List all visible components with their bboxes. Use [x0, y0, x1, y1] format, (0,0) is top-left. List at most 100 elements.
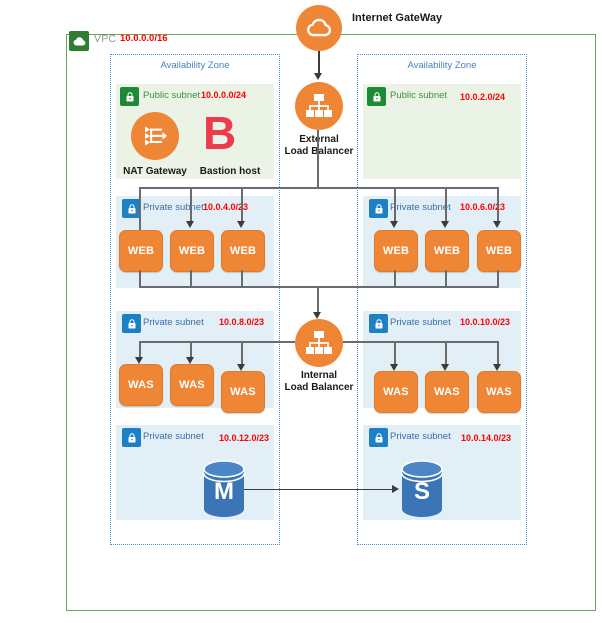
bastion-host-icon[interactable]: B [203, 110, 236, 156]
subnet-public-left-name: Public subnet [143, 90, 201, 101]
internal-lb-line1: Internal [300, 370, 338, 381]
connector-web-left-3-in [241, 187, 243, 223]
was-node[interactable]: WAS [374, 371, 418, 413]
subnet-private-web-right-cidr: 10.0.6.0/23 [460, 202, 506, 212]
vpc-cloud-icon [69, 31, 89, 51]
connector-web-left-2-in [190, 187, 192, 223]
internal-load-balancer-icon[interactable] [295, 319, 343, 367]
web-node-label: WEB [433, 245, 461, 257]
was-node[interactable]: WAS [425, 371, 469, 413]
connector-internal-lb-to-was-left-bus [139, 341, 295, 343]
blue-lock-icon [369, 428, 388, 447]
arrowhead-web-left-2 [185, 221, 194, 228]
web-node[interactable]: WEB [374, 230, 418, 272]
subnet-private-db-right-name: Private subnet [390, 431, 451, 442]
database-master-glyph: M [214, 478, 234, 505]
subnet-private-db-right-cidr: 10.0.14.0/23 [461, 433, 512, 443]
web-node-label: WEB [178, 245, 206, 257]
internal-lb-line2: Load Balancer [284, 382, 354, 393]
arrowhead-was-left-1 [134, 357, 143, 364]
subnet-private-web-left-cidr: 10.0.4.0/23 [203, 202, 249, 212]
connector-igw-to-external-lb [318, 51, 320, 75]
subnet-private-was-right-name: Private subnet [390, 317, 451, 328]
connector-external-lb-down [317, 130, 319, 188]
web-node-label: WEB [485, 245, 513, 257]
arrowhead-was-right-2 [440, 364, 449, 371]
bastion-host-glyph: B [203, 107, 237, 159]
connector-web-left-3-out [241, 270, 243, 287]
connector-web-right-2-out [445, 270, 447, 287]
web-node[interactable]: WEB [425, 230, 469, 272]
connector-web-left-1-out [139, 270, 141, 287]
subnet-public-right-name: Public subnet [390, 90, 448, 101]
connector-web-left-2-out [190, 270, 192, 287]
availability-zone-left: Availability Zone [110, 54, 280, 545]
subnet-private-was-left-name: Private subnet [143, 317, 204, 328]
connector-db-replication [244, 489, 394, 490]
connector-web-collector-bus [139, 286, 499, 288]
connector-web-left-1-in [139, 187, 141, 230]
was-node-label: WAS [383, 386, 409, 398]
was-node[interactable]: WAS [477, 371, 521, 413]
subnet-public-right [363, 84, 521, 179]
web-node[interactable]: WEB [221, 230, 265, 272]
blue-lock-icon [122, 314, 141, 333]
arrowhead-db-replication [392, 485, 399, 493]
blue-lock-icon [369, 199, 388, 218]
external-load-balancer-icon[interactable] [295, 82, 343, 130]
subnet-public-right-cidr: 10.0.2.0/24 [460, 92, 506, 102]
database-standby-icon[interactable]: S [398, 458, 446, 520]
was-node-label: WAS [230, 386, 256, 398]
arrowhead-internal-lb [312, 312, 321, 319]
web-node[interactable]: WEB [170, 230, 214, 272]
connector-web-right-3-out [497, 270, 499, 287]
internal-load-balancer-label: Internal Load Balancer [269, 370, 369, 394]
arrowhead-was-left-2 [185, 357, 194, 364]
web-node-label: WEB [229, 245, 257, 257]
subnet-private-db-left-cidr: 10.0.12.0/23 [219, 433, 270, 443]
arrowhead-was-right-1 [389, 364, 398, 371]
subnet-private-web-left-name: Private subnet [143, 202, 204, 213]
was-node[interactable]: WAS [221, 371, 265, 413]
connector-was-left-1-in [139, 341, 141, 359]
blue-lock-icon [369, 314, 388, 333]
internet-gateway-icon[interactable] [296, 5, 342, 51]
connector-web-distribution-bus [139, 187, 499, 189]
availability-zone-right-label: Availability Zone [407, 60, 477, 71]
was-node-label: WAS [486, 386, 512, 398]
web-node-label: WEB [127, 245, 155, 257]
database-master-icon[interactable]: M [200, 458, 248, 520]
connector-was-left-2-in [190, 341, 192, 359]
connector-internal-lb-to-was-right-bus [343, 341, 498, 343]
subnet-private-db-left-name: Private subnet [143, 431, 204, 442]
green-lock-icon [367, 87, 386, 106]
connector-was-left-3-in [241, 341, 243, 366]
was-node[interactable]: WAS [119, 364, 163, 406]
blue-lock-icon [122, 199, 141, 218]
external-lb-line1: External [299, 134, 339, 145]
availability-zone-left-label: Availability Zone [160, 60, 230, 71]
subnet-public-left-cidr: 10.0.0.0/24 [201, 90, 247, 100]
external-load-balancer-label: External Load Balancer [269, 134, 369, 158]
was-node[interactable]: WAS [170, 364, 214, 406]
connector-was-right-1-in [394, 341, 396, 366]
arrowhead-web-right-3 [492, 221, 501, 228]
nat-gateway-label: NAT Gateway [123, 166, 187, 177]
connector-was-right-3-in [497, 341, 499, 366]
blue-lock-icon [122, 428, 141, 447]
connector-web-right-3-in [497, 187, 499, 223]
subnet-private-was-left-cidr: 10.0.8.0/23 [219, 317, 265, 327]
connector-was-right-2-in [445, 341, 447, 366]
arrowhead-was-right-3 [492, 364, 501, 371]
was-node-label: WAS [434, 386, 460, 398]
subnet-private-web-right-name: Private subnet [390, 202, 451, 213]
web-node[interactable]: WEB [119, 230, 163, 272]
bastion-host-label: Bastion host [199, 166, 261, 177]
connector-web-right-1-out [394, 270, 396, 287]
web-node[interactable]: WEB [477, 230, 521, 272]
database-standby-glyph: S [413, 478, 430, 505]
was-node-label: WAS [128, 379, 154, 391]
connector-web-right-1-in [394, 187, 396, 223]
nat-gateway-icon[interactable] [131, 112, 179, 160]
